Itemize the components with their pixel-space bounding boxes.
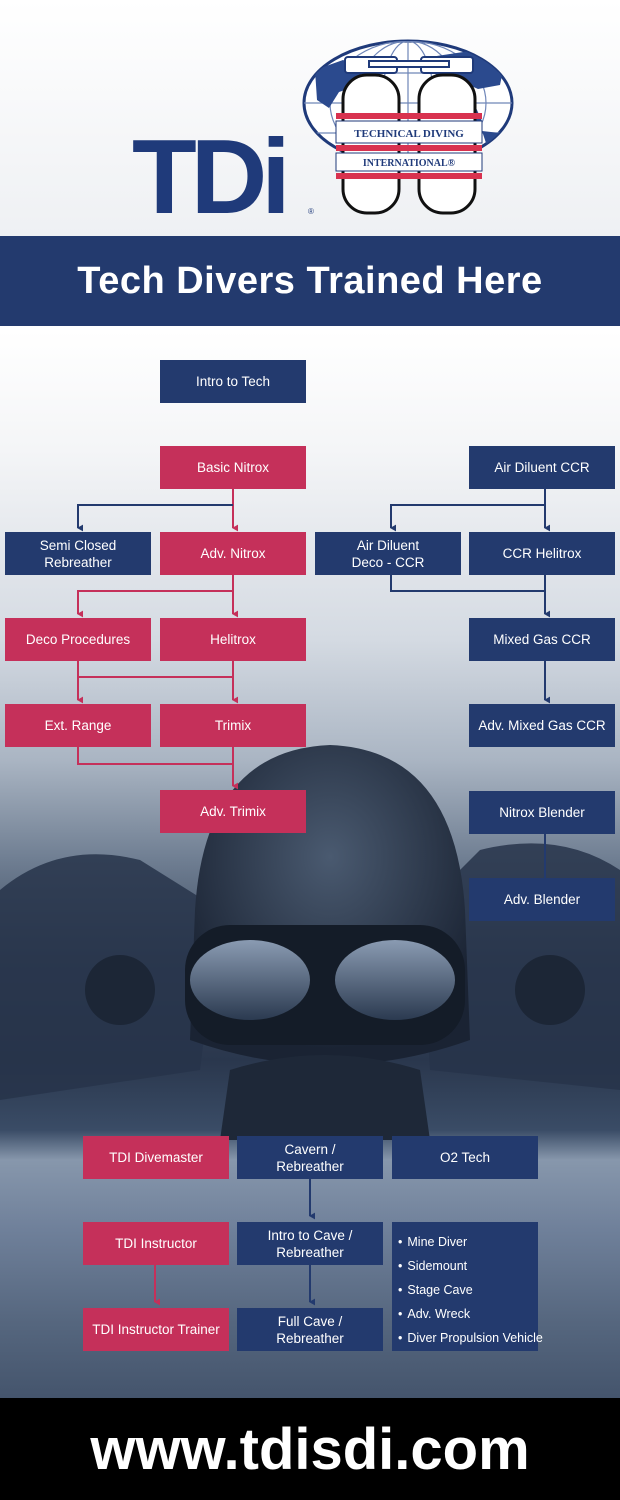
- course-air-diluent-deco-ccr: Air Diluent Deco - CCR: [315, 532, 461, 575]
- course-basic-nitrox: Basic Nitrox: [160, 446, 306, 489]
- course-ext-range: Ext. Range: [5, 704, 151, 747]
- course-adv-blender: Adv. Blender: [469, 878, 615, 921]
- course-air-diluent-ccr: Air Diluent CCR: [469, 446, 615, 489]
- course-intro-to-tech: Intro to Tech: [160, 360, 306, 403]
- tdi-logo: TDi ®: [132, 39, 514, 220]
- course-o2-tech: O2 Tech: [392, 1136, 538, 1179]
- course-adv-nitrox: Adv. Nitrox: [160, 532, 306, 575]
- course-semi-closed-rebreather: Semi Closed Rebreather: [5, 532, 151, 575]
- course-ccr-helitrox: CCR Helitrox: [469, 532, 615, 575]
- specialty-item: Stage Cave: [398, 1278, 538, 1302]
- tdi-wordmark: TDi: [132, 118, 285, 220]
- specialty-item: Adv. Wreck: [398, 1302, 538, 1326]
- specialty-item: Diver Propulsion Vehicle: [398, 1326, 543, 1350]
- logo-text-top: TECHNICAL DIVING: [354, 128, 464, 140]
- course-full-cave-rebreather: Full Cave / Rebreather: [237, 1308, 383, 1351]
- specialty-item: Sidemount: [398, 1254, 538, 1278]
- course-nitrox-blender: Nitrox Blender: [469, 791, 615, 834]
- course-helitrox: Helitrox: [160, 618, 306, 661]
- course-adv-trimix: Adv. Trimix: [160, 790, 306, 833]
- course-tdi-instructor-trainer: TDI Instructor Trainer: [83, 1308, 229, 1351]
- website-url[interactable]: www.tdisdi.com: [90, 1416, 530, 1482]
- specialty-item: Mine Diver: [398, 1230, 538, 1254]
- course-trimix: Trimix: [160, 704, 306, 747]
- title-banner: [0, 236, 620, 326]
- footer-bar: [0, 1398, 620, 1500]
- course-mixed-gas-ccr: Mixed Gas CCR: [469, 618, 615, 661]
- banner-title: Tech Divers Trained Here: [77, 259, 543, 302]
- twin-tanks-icon: TECHNICAL DIVING INTERNATIONAL®: [335, 56, 483, 215]
- course-intro-to-cave-rebreather: Intro to Cave / Rebreather: [237, 1222, 383, 1265]
- course-deco-procedures: Deco Procedures: [5, 618, 151, 661]
- registered-mark: ®: [308, 207, 314, 216]
- logo-text-bottom: INTERNATIONAL®: [363, 158, 456, 169]
- course-cavern-rebreather: Cavern / Rebreather: [237, 1136, 383, 1179]
- course-tdi-divemaster: TDI Divemaster: [83, 1136, 229, 1179]
- course-adv-mixed-gas-ccr: Adv. Mixed Gas CCR: [469, 704, 615, 747]
- course-tdi-instructor: TDI Instructor: [83, 1222, 229, 1265]
- specialty-list: Mine Diver Sidemount Stage Cave Adv. Wre…: [392, 1222, 543, 1351]
